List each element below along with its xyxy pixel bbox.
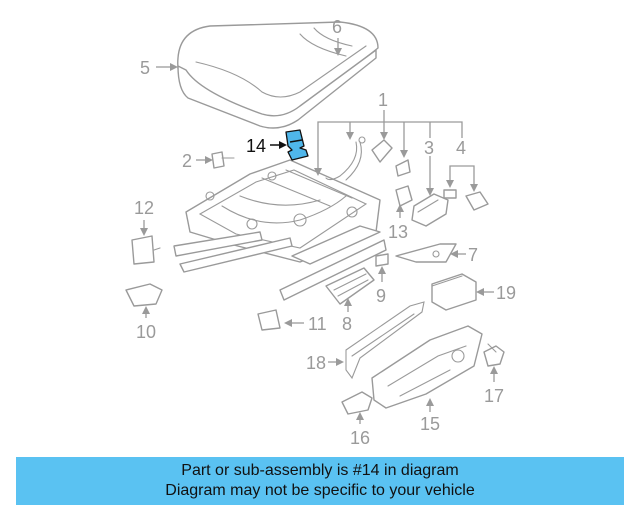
cable-part	[325, 136, 411, 181]
callout-14: 14	[246, 136, 266, 156]
callout-12: 12	[134, 198, 154, 218]
callout-1: 1	[378, 90, 388, 110]
seat-cushion-part	[177, 21, 379, 129]
highlighted-part-14	[285, 129, 309, 161]
callout-19: 19	[496, 283, 516, 303]
side-shield-part-15	[371, 325, 483, 409]
cover-part-10	[125, 283, 163, 307]
bracket-part-12	[131, 235, 161, 265]
callout-11: 11	[308, 314, 327, 334]
handle-part-8	[325, 267, 375, 305]
parts-diagram: 5 6 2 14 1	[125, 17, 516, 448]
banner-line-2: Diagram may not be specific to your vehi…	[165, 482, 475, 499]
callout-3: 3	[424, 138, 434, 158]
clip-part-17	[483, 343, 505, 367]
callout-17: 17	[484, 386, 504, 406]
callout-18: 18	[306, 353, 326, 373]
callout-7: 7	[468, 245, 478, 265]
clip-part-13	[395, 185, 413, 207]
connector-part-11	[257, 309, 281, 331]
banner-line-1: Part or sub-assembly is #14 in diagram	[181, 462, 459, 479]
module-part-19	[431, 273, 477, 311]
bolt-part-2	[211, 151, 235, 169]
cover-part-16	[341, 391, 373, 415]
seat-frame-part	[173, 159, 387, 301]
callout-2: 2	[182, 151, 192, 171]
callout-10: 10	[136, 322, 156, 342]
callout-9: 9	[376, 286, 386, 306]
callout-5: 5	[140, 58, 150, 78]
info-banner: Part or sub-assembly is #14 in diagram D…	[16, 457, 624, 505]
callout-16: 16	[350, 428, 370, 448]
wire-frame-part-18	[345, 301, 425, 380]
callout-8: 8	[342, 314, 352, 334]
switch-part-9	[375, 253, 389, 267]
callout-6: 6	[332, 17, 342, 37]
callout-4: 4	[456, 138, 466, 158]
callout-13: 13	[388, 222, 408, 242]
callout-15: 15	[420, 414, 440, 434]
bracket-part-7	[395, 243, 457, 263]
bolt-part-4	[443, 189, 489, 211]
motor-part-3	[411, 193, 449, 227]
